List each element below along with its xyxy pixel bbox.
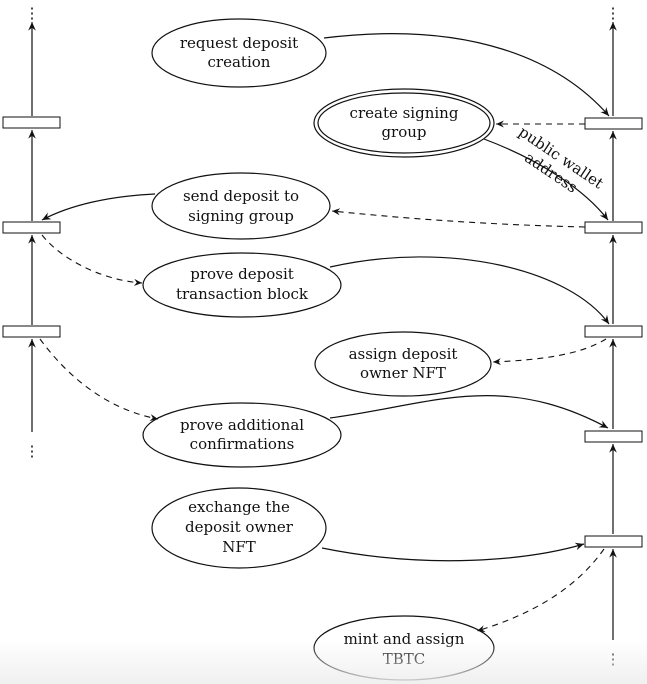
node-label-line: prove additional	[180, 416, 304, 434]
arrow-prove-block-to-right-block-3	[329, 256, 610, 325]
node-prove-deposit-block: prove deposit transaction block	[142, 252, 342, 318]
node-label-line: send deposit to	[183, 187, 299, 205]
left-block-1	[2, 116, 61, 129]
node-label-line: TBTC	[383, 650, 426, 668]
node-mint-tbtc: mint and assign TBTC	[313, 615, 495, 681]
node-label-line: deposit owner	[185, 518, 294, 536]
node-label-line: confirmations	[190, 435, 295, 453]
node-label-line: exchange the	[188, 498, 290, 516]
node-label-line: create signing	[350, 104, 459, 122]
left-top-ellipsis: ⋮	[25, 4, 40, 22]
dashed-arrow-left-block-3-to-prove-conf	[39, 338, 159, 421]
node-label-line: prove deposit	[190, 265, 294, 283]
right-block-2	[584, 221, 643, 234]
node-label-line: owner NFT	[360, 364, 446, 382]
node-label-line: assign deposit	[349, 345, 458, 363]
dashed-arrow-left-block-2-to-prove-block	[41, 234, 143, 286]
node-label-line: request deposit	[180, 34, 298, 52]
arrow-exchange-to-right-block-5	[321, 542, 585, 562]
right-bottom-ellipsis: ⋮	[606, 650, 621, 668]
dashed-arrow-right-block-3-to-assign	[492, 338, 607, 366]
node-create-signing-group: create signing group	[313, 88, 495, 158]
right-timeline: ⋮ ⋮	[584, 4, 643, 668]
node-exchange-nft: exchange the deposit owner NFT	[151, 487, 327, 569]
node-request-deposit: request deposit creation	[151, 18, 327, 88]
node-send-deposit: send deposit to signing group	[151, 172, 331, 240]
node-label-line: creation	[208, 53, 271, 71]
node-label-line: NFT	[222, 538, 256, 556]
dashed-arrow-right-block-5-to-mint	[476, 548, 605, 633]
edge-label-public-wallet-address: public wallet address	[515, 123, 606, 197]
arrow-request-to-right-block-1	[323, 33, 610, 117]
right-block-5	[584, 535, 643, 548]
arrow-group-to-right-block-2	[483, 138, 609, 221]
arrow-send-to-left-block-2	[41, 193, 156, 221]
right-block-4	[584, 430, 643, 443]
node-assign-owner-nft: assign deposit owner NFT	[314, 331, 492, 397]
left-block-2	[2, 221, 61, 234]
right-block-3	[584, 325, 643, 338]
left-block-3	[2, 325, 61, 338]
arrow-prove-conf-to-right-block-4	[329, 395, 609, 429]
node-label-line: transaction block	[176, 285, 309, 303]
left-bottom-ellipsis: ⋮	[25, 442, 40, 460]
node-label-line: signing group	[188, 207, 294, 225]
dashed-arrow-right-block-2-to-send	[331, 208, 586, 228]
left-timeline: ⋮ ⋮	[2, 4, 61, 460]
node-prove-confirmations: prove additional confirmations	[142, 402, 342, 468]
node-label-line: group	[381, 123, 426, 141]
node-label-line: mint and assign	[344, 630, 465, 648]
right-block-1	[584, 117, 643, 130]
right-top-ellipsis: ⋮	[606, 4, 621, 22]
